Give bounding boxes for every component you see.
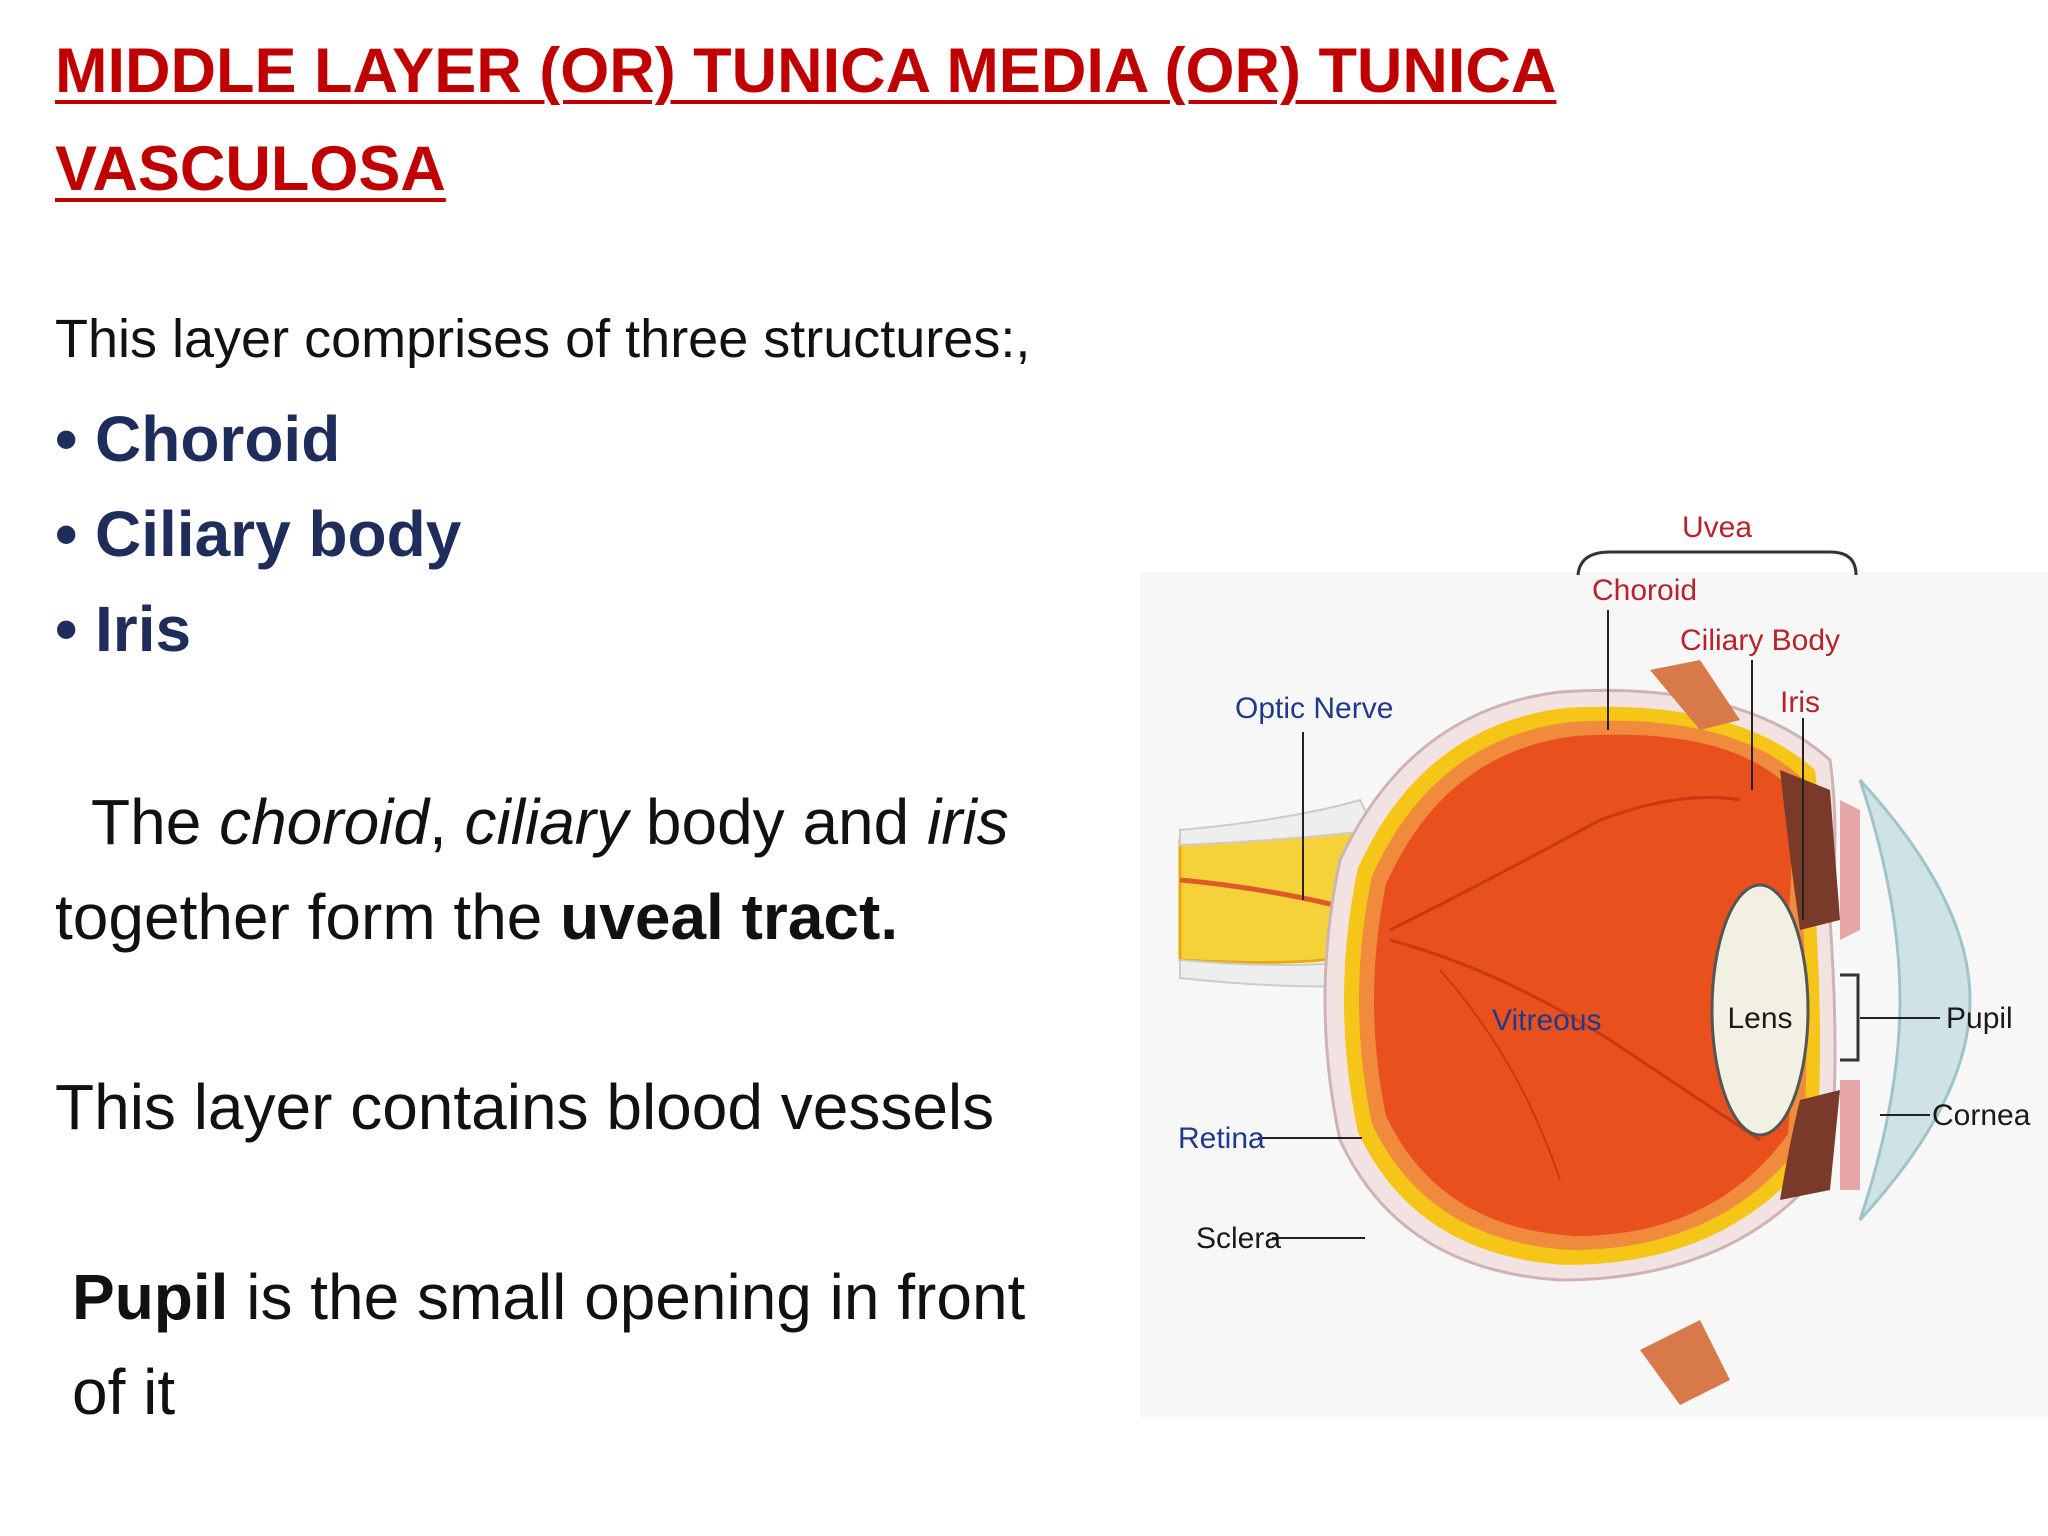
list-item: •Iris [55,582,461,677]
label-sclera: Sclera [1196,1222,1281,1255]
text-run-bold: uveal tract. [560,881,899,953]
ciliary-body-shape [1780,1090,1840,1200]
uvea-bracket [1576,550,1858,576]
vitreous-body-shape [1374,734,1792,1236]
cornea-shape [1858,778,1972,1222]
label-iris: Iris [1780,686,1820,719]
text-run: is the small opening in front of it [72,1261,1026,1428]
uveal-tract-paragraph: The choroid, ciliary body and iris toget… [55,775,1175,965]
text-run: The [91,786,220,858]
text-run-italic: iris [927,786,1009,858]
intro-text: This layer comprises of three structures… [55,309,1031,369]
structure-list: •Choroid •Ciliary body •Iris [55,392,461,677]
label-vitreous: Vitreous [1492,1004,1602,1037]
text-run-bold: Pupil [72,1261,229,1333]
ciliary-body-shape [1780,770,1840,930]
text-run-italic: ciliary [464,786,629,858]
bullet-icon: • [55,593,78,665]
blood-vessels-paragraph: This layer contains blood vessels [55,1071,995,1143]
text-run: together form the [55,881,561,953]
text-run-italic: choroid [219,786,429,858]
lens-shape [1710,883,1810,1137]
extraocular-muscle [1640,1320,1730,1405]
structure-ciliary-body: Ciliary body [95,498,462,570]
list-item: •Ciliary body [55,487,461,582]
structure-iris: Iris [95,593,192,665]
bullet-icon: • [55,498,78,570]
text-run: , [428,786,465,858]
list-item: •Choroid [55,392,461,487]
label-ciliary-body: Ciliary Body [1680,624,1840,657]
extraocular-muscle [1650,660,1740,730]
iris-shape [1840,800,1860,940]
text-run: body and [628,786,927,858]
pupil-paragraph: Pupil is the small opening in front of i… [72,1250,1092,1440]
label-optic-nerve: Optic Nerve [1235,692,1393,725]
label-pupil: Pupil [1946,1002,2013,1035]
bullet-icon: • [55,403,78,475]
retinal-vessel [1439,969,1561,1181]
iris-shape [1840,1080,1860,1190]
pupil-bracket [1840,973,1860,1062]
eye-anatomy-diagram: Uvea Choroid Ciliary Body Iris Optic Ner… [1140,511,2048,1417]
retinal-vessel [1389,938,1761,1142]
label-retina: Retina [1178,1122,1265,1155]
retinal-vessel [1389,796,1741,932]
label-choroid: Choroid [1592,574,1697,607]
structure-choroid: Choroid [95,403,341,475]
label-lens: Lens [1727,1002,1792,1035]
page-title: MIDDLE LAYER (OR) TUNICA MEDIA (OR) TUNI… [55,36,1557,204]
label-cornea: Cornea [1932,1099,2031,1132]
label-uvea: Uvea [1682,511,1752,544]
